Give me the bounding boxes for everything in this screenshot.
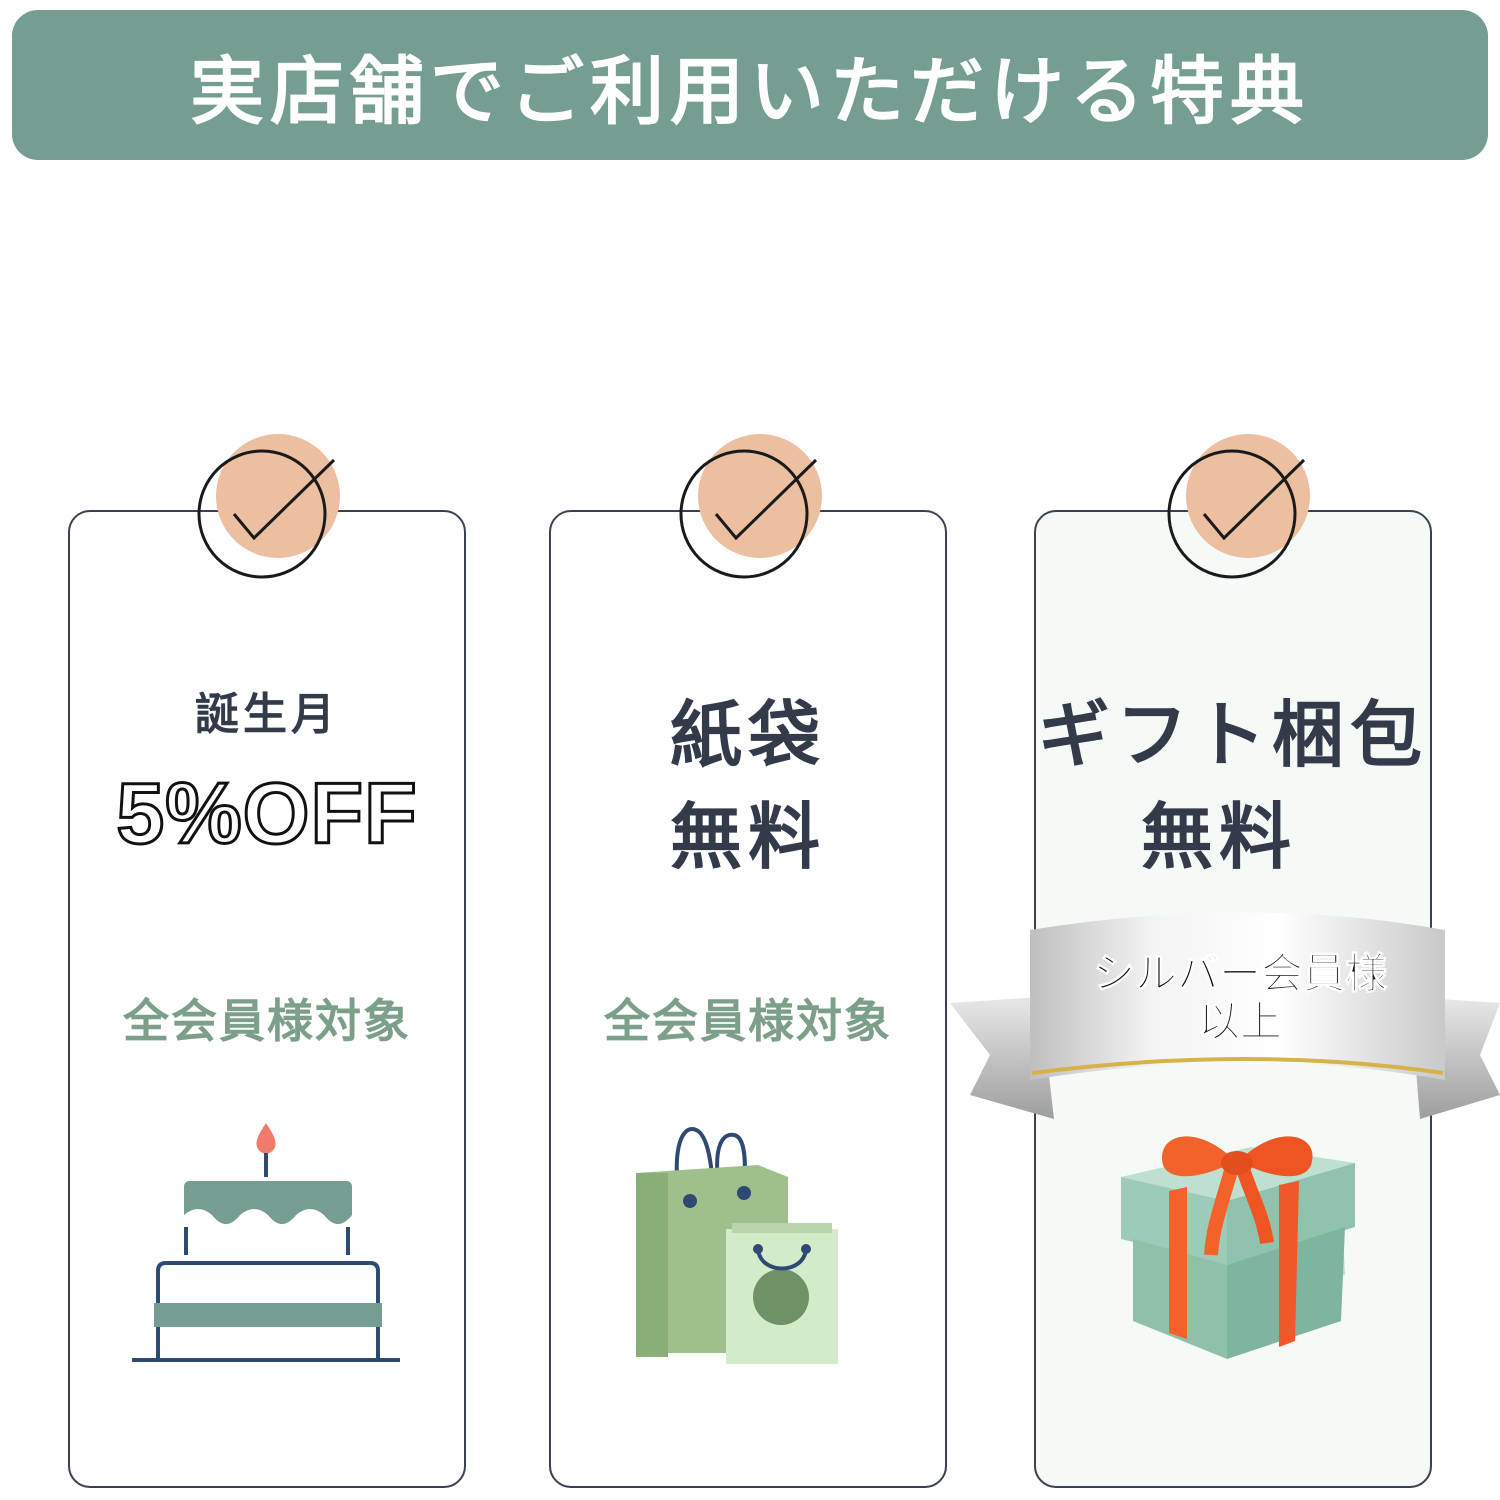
benefit-value: 無料 <box>1140 795 1297 879</box>
page-title: 実店舗でご利用いただける特典 <box>190 48 1310 135</box>
title-banner: 実店舗でご利用いただける特典 <box>12 10 1488 160</box>
shopping-bags-icon <box>636 1126 838 1364</box>
eligibility-label: 全会員様対象 <box>604 994 892 1048</box>
benefit-value: 5%OFF <box>115 765 418 864</box>
benefit-heading: ギフト梱包 <box>1037 693 1428 777</box>
ribbon-line-1: シルバー会員様 <box>1092 949 1387 998</box>
gift-box-icon <box>1121 1136 1355 1359</box>
check-badge-icon <box>1167 434 1310 579</box>
benefit-heading: 誕生月 <box>195 689 339 740</box>
check-badge-icon <box>197 434 340 579</box>
check-badge-icon <box>679 434 822 579</box>
eligibility-label: 全会員様対象 <box>123 994 411 1048</box>
ribbon-line-2: 以上 <box>1197 997 1282 1046</box>
benefit-value: 無料 <box>669 795 826 879</box>
birthday-cake-icon <box>132 1123 400 1362</box>
silver-ribbon-banner <box>950 912 1500 1119</box>
benefit-heading: 紙袋 <box>669 693 826 777</box>
